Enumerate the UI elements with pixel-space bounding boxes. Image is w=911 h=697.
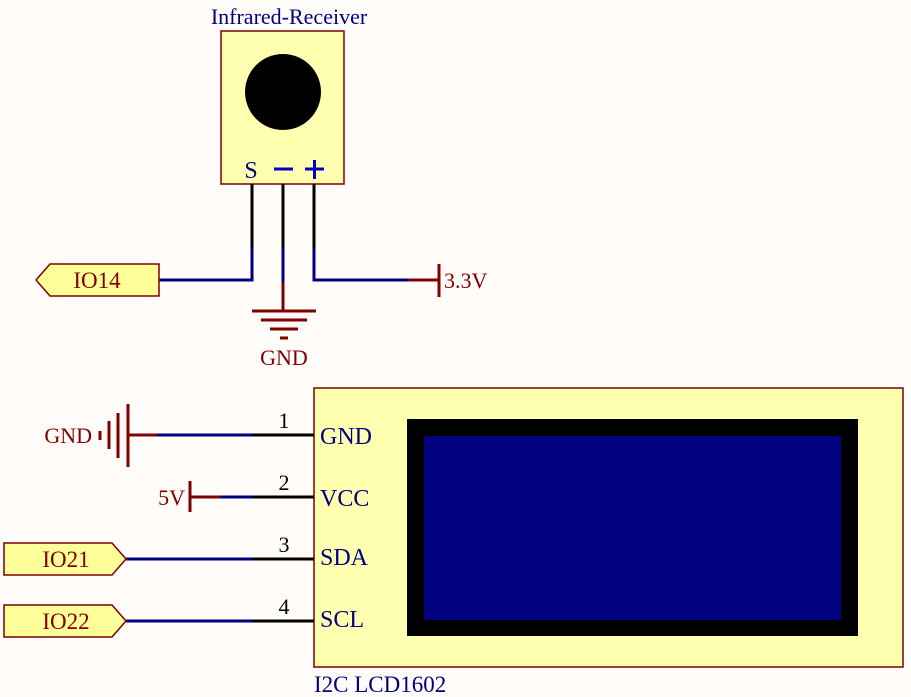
ir-wires [159,248,408,282]
lcd-pin-label-vcc: VCC [320,486,369,512]
ir-pin-plus-icon [305,160,324,179]
port-io21-label: IO21 [42,547,89,572]
ir-pin-label-signal: S [244,158,257,184]
power-5v-label: 5V [158,485,185,510]
ground-icon [252,309,316,340]
ground-ir: GND [252,282,316,370]
lcd-pin-num-1: 1 [279,408,290,433]
ground-icon [98,404,130,467]
power-3v3-label: 3.3V [444,268,488,293]
lcd-pin-label-gnd: GND [320,424,372,450]
lcd-title: I2C LCD1602 [314,672,446,697]
port-io21-shape [3,542,127,576]
lcd-module: I2C LCD1602 GND VCC SDA SCL 1 2 3 4 [252,387,904,697]
ground-lcd: GND [44,404,157,467]
ground-lcd-label: GND [44,423,92,448]
ir-receiver-title: Infrared-Receiver [211,4,368,29]
lcd-pin-label-sda: SDA [320,545,369,571]
port-io22: IO22 [3,604,127,638]
lcd-pin-num-2: 2 [279,470,290,495]
ir-receiver: Infrared-Receiver S [211,4,368,248]
port-io22-shape [3,604,127,638]
power-5v: 5V [158,481,220,512]
lcd-pin-num-3: 3 [279,532,290,557]
ground-ir-label: GND [260,345,308,370]
lcd-wires [126,433,252,623]
wire-ir-3v3 [312,248,408,282]
port-io22-label: IO22 [42,609,89,634]
port-io14-shape [35,263,160,297]
port-io14-label: IO14 [73,268,121,293]
ir-sensor-lens-icon [245,54,321,130]
port-io21: IO21 [3,542,127,576]
port-io14: IO14 [35,263,160,297]
lcd-screen [424,436,841,620]
lcd-pin-num-4: 4 [279,594,290,619]
power-3v3: 3.3V [408,264,488,297]
wire-io14 [159,248,254,282]
lcd-pin-label-scl: SCL [320,607,364,633]
